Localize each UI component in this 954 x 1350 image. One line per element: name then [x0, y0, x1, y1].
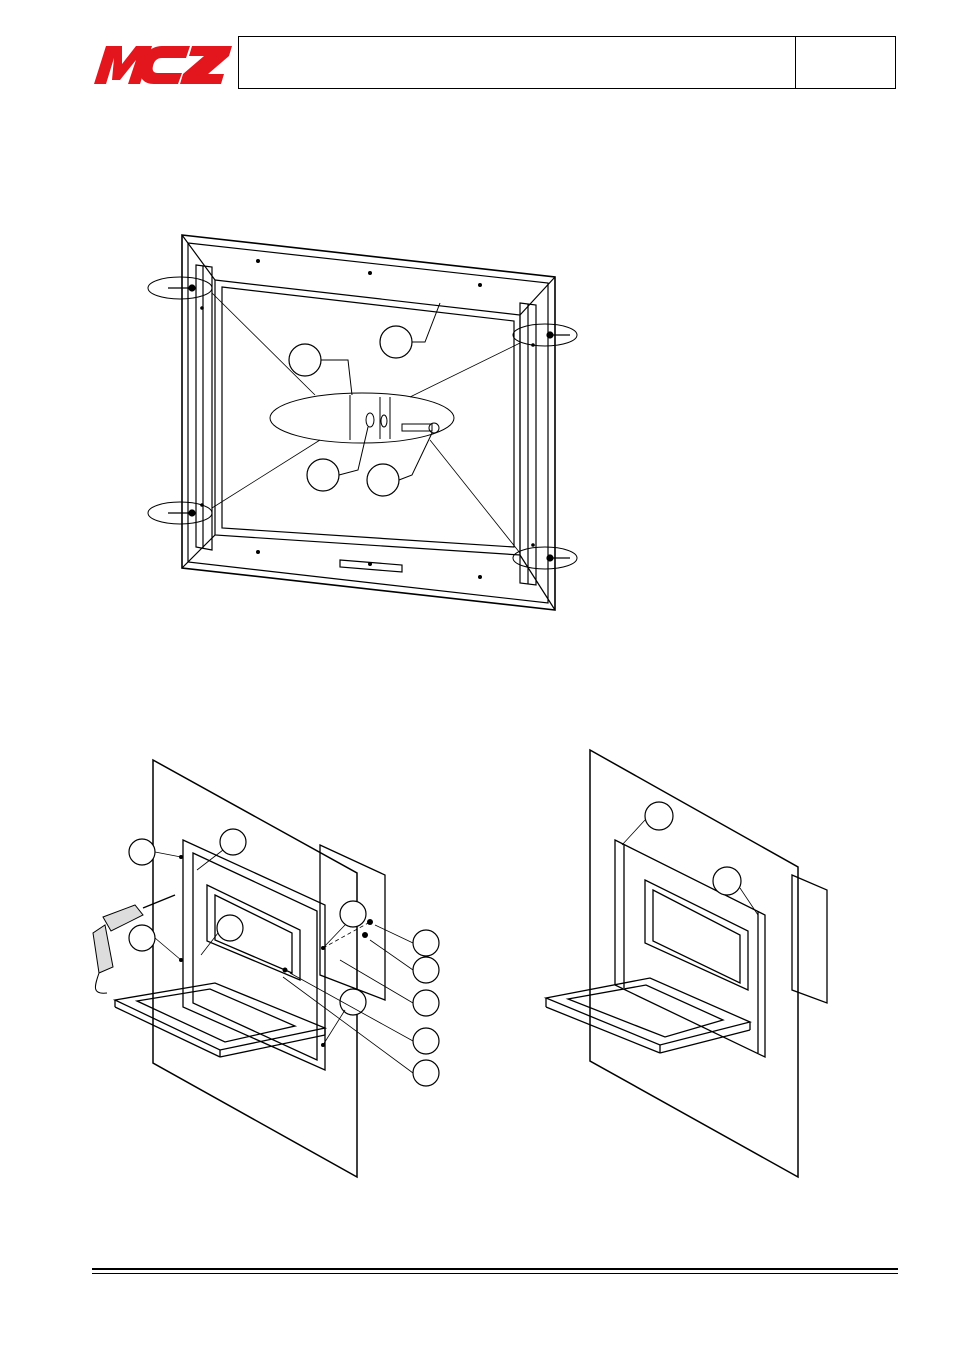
- mcz-logo: [94, 46, 232, 84]
- document-title-cell: [239, 37, 796, 88]
- footer-rule: [92, 1268, 898, 1270]
- header-box: [238, 36, 896, 89]
- frame-exploded-drawing: [147, 234, 578, 611]
- installed-insert-drawing: [543, 748, 828, 1179]
- drill-installation-drawing: [92, 758, 440, 1179]
- footer-rule-thin: [92, 1273, 898, 1274]
- page-number-cell: [796, 37, 895, 88]
